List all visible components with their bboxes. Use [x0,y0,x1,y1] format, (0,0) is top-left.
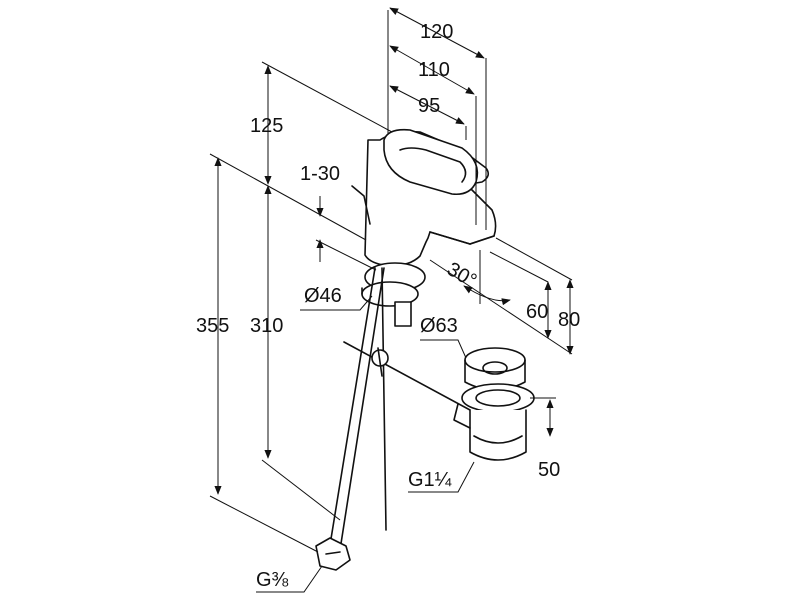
faucet-body [351,128,497,327]
label-120: 120 [420,21,453,43]
label-g3-8: G⅜ [256,569,289,591]
label-355: 355 [196,315,229,337]
label-1-30: 1-30 [300,163,340,185]
label-dia-46: Ø46 [304,285,342,307]
waste-valve [453,347,535,461]
supply-hoses [315,267,387,571]
label-95: 95 [418,95,440,117]
label-125: 125 [250,115,283,137]
popup-linkage [343,341,471,411]
dimension-labels: 120 110 95 125 1-30 30° Ø46 310 355 Ø63 … [196,21,580,591]
label-dia-63: Ø63 [420,315,458,337]
label-80: 80 [558,309,580,331]
label-310: 310 [250,315,283,337]
label-50: 50 [538,459,560,481]
label-60: 60 [526,301,548,323]
label-110: 110 [418,59,450,81]
label-angle-30: 30° [443,258,480,292]
dimension-lines [209,7,574,593]
label-g1-1-4: G1¼ [408,469,452,491]
